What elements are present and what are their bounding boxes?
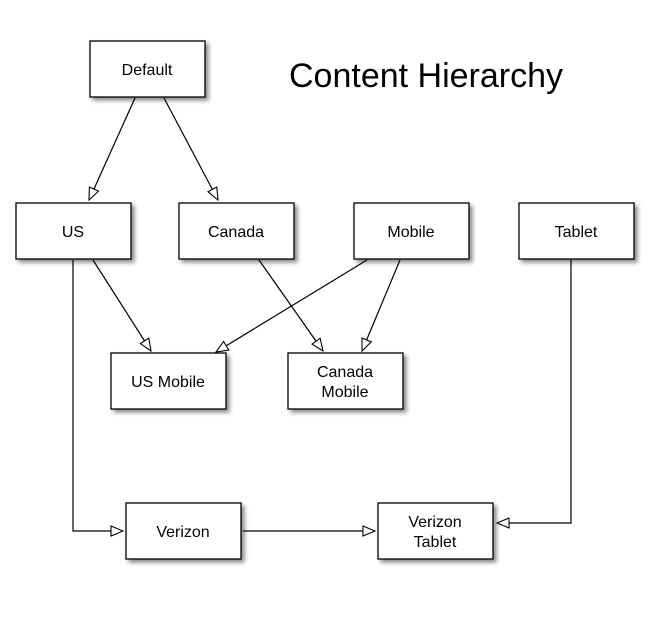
node-label-line-2: Tablet <box>414 534 457 551</box>
node-verizon: Verizon <box>125 502 242 560</box>
edge-default-to-us <box>89 97 136 200</box>
edges <box>72 97 572 531</box>
node-us-mobile: US Mobile <box>110 352 227 410</box>
node-tablet: Tablet <box>518 202 635 260</box>
node-canada-mobile: Canada Mobile <box>287 352 404 410</box>
node-label: Mobile <box>387 224 434 241</box>
node-mobile: Mobile <box>353 202 470 260</box>
node-label-line-1: Canada <box>317 364 373 381</box>
node-label: US Mobile <box>131 374 205 391</box>
edge-mobile-to-canada-mobile <box>361 259 401 351</box>
diagram-title: Content Hierarchy <box>289 57 563 95</box>
edge-tablet-to-verizon-tablet <box>497 260 572 523</box>
node-label: US <box>62 224 84 241</box>
node-label: Canada <box>208 224 264 241</box>
edge-us-to-verizon <box>72 260 123 531</box>
node-label: Tablet <box>555 224 598 241</box>
node-default: Default <box>89 40 206 98</box>
node-label: Verizon <box>156 524 209 541</box>
edge-canada-to-canada-mobile <box>258 259 323 351</box>
node-verizon-tablet: Verizon Tablet <box>377 502 494 560</box>
node-us: US <box>15 202 132 260</box>
node-canada: Canada <box>178 202 295 260</box>
node-label-line-1: Verizon <box>408 514 461 531</box>
node-label: Default <box>122 62 173 79</box>
edge-default-to-canada <box>163 97 218 200</box>
edge-us-to-us-mobile <box>92 259 151 351</box>
node-label-line-2: Mobile <box>321 384 368 401</box>
